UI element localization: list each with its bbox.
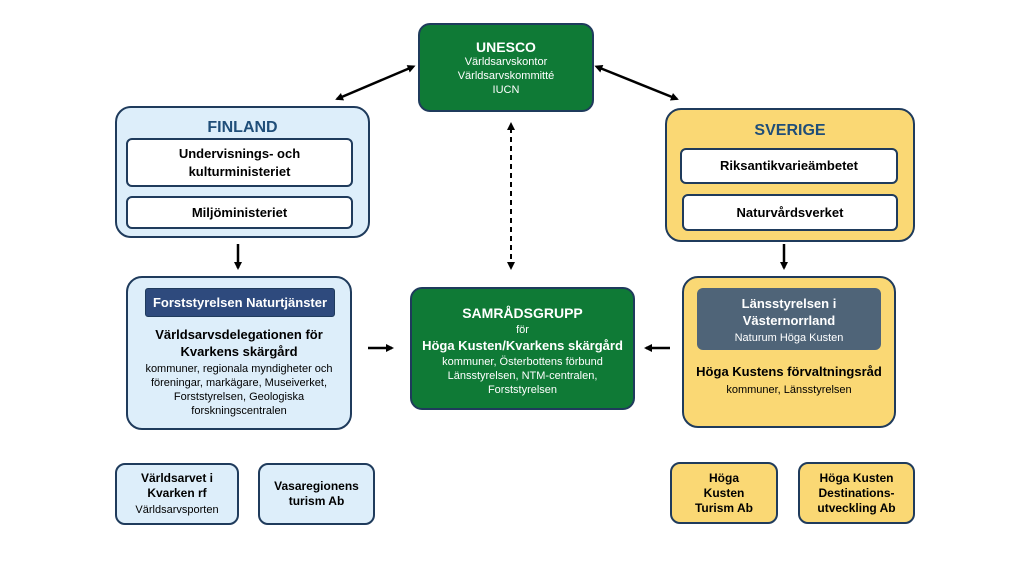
sverige-regional-box: Länsstyrelsen i Västernorrland Naturum H…: [682, 276, 896, 428]
lansstyrelsen-header: Länsstyrelsen i Västernorrland Naturum H…: [697, 288, 881, 350]
kvarken-title: Världsarvet i Kvarken rf: [140, 471, 214, 500]
samradsgrupp-box: SAMRÅDSGRUPP för Höga Kusten/Kvarkens sk…: [410, 287, 635, 410]
unesco-line-1: Världsarvskontor: [464, 55, 548, 68]
sverige-box: SVERIGE Riksantikvarieämbetet Naturvårds…: [665, 108, 915, 242]
kvarken-sub: Världsarvsporten: [135, 504, 219, 516]
hk-dest-title: Höga Kusten Destinations-utveckling Ab: [817, 470, 896, 515]
sverige-naturvardsverket: Naturvårdsverket: [682, 194, 898, 231]
samradsgrupp-description: kommuner, Österbottens förbund Länsstyre…: [442, 356, 603, 396]
samradsgrupp-subtitle: Höga Kusten/Kvarkens skärgård: [422, 338, 623, 353]
finland-ministry-environment: Miljöministeriet: [126, 196, 353, 229]
unesco-line-3: IUCN: [492, 83, 520, 96]
unesco-line-2: Världsarvskommitté: [457, 69, 555, 82]
finland-regional-title: Världsarvsdelegationen för Kvarkens skär…: [155, 327, 323, 359]
sverige-title: SVERIGE: [754, 122, 826, 139]
sverige-riksantikvarieambetet: Riksantikvarieämbetet: [680, 148, 898, 184]
samradsgrupp-for: för: [516, 324, 529, 336]
finland-title: FINLAND: [207, 119, 278, 136]
unesco-box: UNESCO Världsarvskontor Världsarvskommit…: [418, 23, 594, 112]
forststyrelsen-header: Forststyrelsen Naturtjänster: [145, 288, 335, 317]
vasa-box: Vasaregionens turism Ab: [258, 463, 375, 525]
samradsgrupp-title: SAMRÅDSGRUPP: [462, 305, 583, 321]
finland-regional-description: kommuner, regionala myndigheter och före…: [145, 363, 333, 417]
lansstyrelsen-title: Länsstyrelsen i Västernorrland: [741, 296, 837, 328]
vasa-title: Vasaregionens turism Ab: [274, 479, 359, 508]
finland-ministry-education: Undervisnings- och kulturministeriet: [126, 138, 353, 187]
forvaltningsrad-title: Höga Kustens förvaltningsråd: [696, 364, 882, 379]
arrow-unesco-sverige: [594, 65, 679, 101]
hk-turism-title: Höga Kusten Turism Ab: [694, 470, 753, 515]
hk-turism-box: Höga Kusten Turism Ab: [670, 462, 778, 524]
finland-box: FINLAND Undervisnings- och kulturministe…: [115, 106, 370, 238]
kvarken-box: Världsarvet i Kvarken rf Världsarvsporte…: [115, 463, 239, 525]
naturum-label: Naturum Höga Kusten: [734, 332, 844, 344]
forvaltningsrad-description: kommuner, Länsstyrelsen: [726, 384, 852, 396]
unesco-title: UNESCO: [476, 38, 536, 55]
hk-dest-box: Höga Kusten Destinations-utveckling Ab: [798, 462, 915, 524]
finland-regional-box: Forststyrelsen Naturtjänster Världsarvsd…: [126, 276, 352, 430]
arrow-unesco-finland: [335, 65, 416, 101]
